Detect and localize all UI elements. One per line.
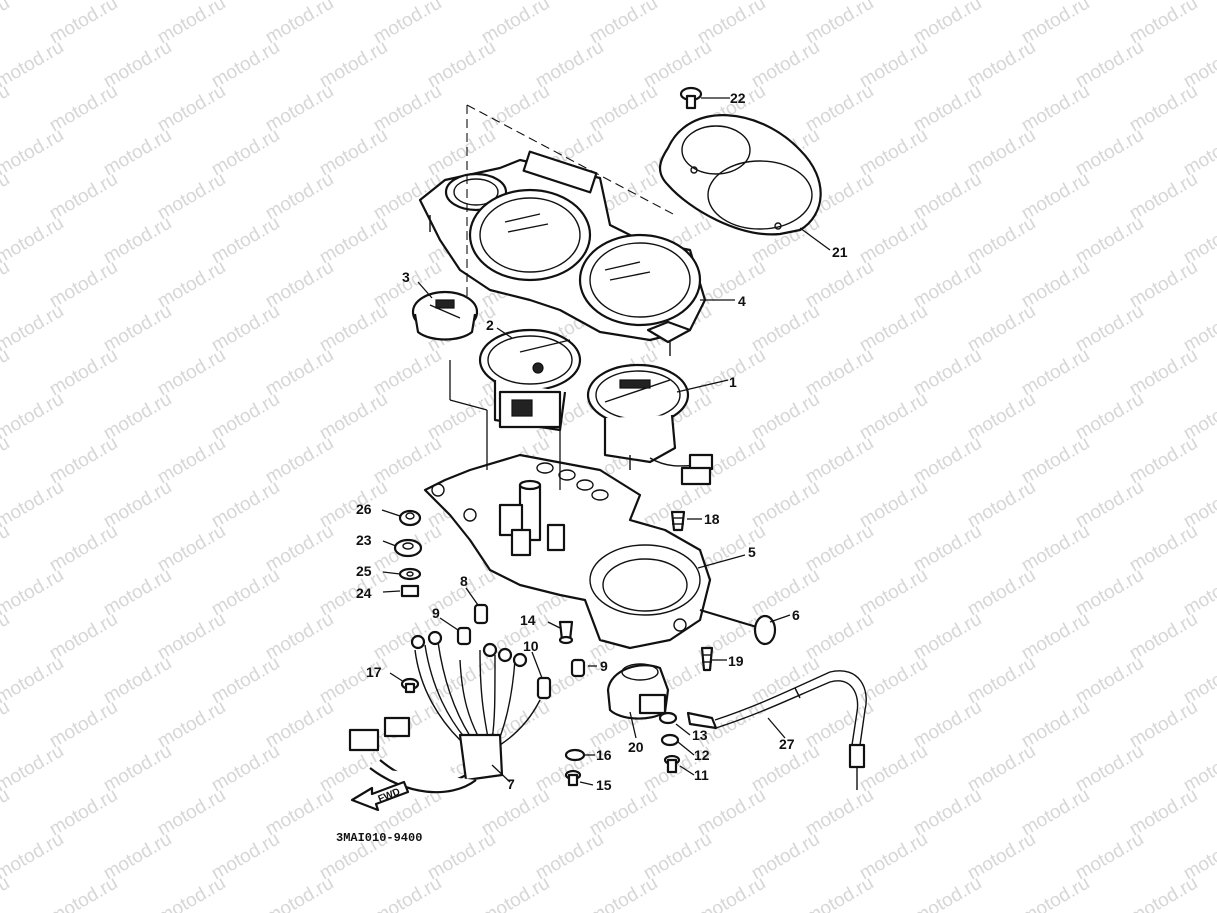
callout-12: 12 bbox=[694, 747, 710, 763]
part-19-screw bbox=[700, 646, 714, 672]
callout-6: 6 bbox=[792, 607, 800, 623]
watermark-text: motod.ru bbox=[370, 873, 445, 913]
callout-1: 1 bbox=[729, 374, 737, 390]
part-22-screw bbox=[679, 86, 703, 110]
part-15-screw bbox=[564, 769, 582, 787]
watermark-text: motod.ru bbox=[0, 829, 67, 885]
leader-lines bbox=[381, 97, 831, 786]
watermark-text: motod.ru bbox=[0, 169, 13, 225]
callout-7: 7 bbox=[507, 776, 515, 792]
watermark-text: motod.ru bbox=[0, 345, 13, 401]
watermark-text: motod.ru bbox=[154, 873, 229, 913]
callout-3: 3 bbox=[402, 269, 410, 285]
part-6-reset-knob bbox=[699, 608, 777, 646]
part-17-screw bbox=[400, 677, 420, 694]
part-24-nut bbox=[400, 584, 420, 598]
callout-26: 26 bbox=[356, 501, 372, 517]
callout-16: 16 bbox=[596, 747, 612, 763]
part-11-screw bbox=[663, 754, 681, 774]
watermark-text: motod.ru bbox=[910, 873, 985, 913]
watermark-text: motod.ru bbox=[478, 873, 553, 913]
watermark-text: motod.ru bbox=[0, 785, 13, 841]
part-13-washer bbox=[658, 711, 678, 725]
watermark-text: motod.ru bbox=[0, 477, 67, 533]
callout-4: 4 bbox=[738, 293, 746, 309]
watermark-text: motod.ru bbox=[0, 741, 67, 797]
part-9-bulb-left bbox=[456, 626, 472, 646]
watermark-text: motod.ru bbox=[0, 609, 13, 665]
watermark-text: motod.ru bbox=[0, 213, 67, 269]
callout-21: 21 bbox=[832, 244, 848, 260]
callout-13: 13 bbox=[692, 727, 708, 743]
callout-23: 23 bbox=[356, 532, 372, 548]
callout-24: 24 bbox=[356, 585, 372, 601]
callout-17: 17 bbox=[366, 664, 382, 680]
watermark-text: motod.ru bbox=[46, 873, 121, 913]
watermark-text: motod.ru bbox=[0, 0, 13, 48]
part-8-bulb bbox=[473, 603, 489, 625]
watermark-text: motod.ru bbox=[0, 125, 67, 181]
watermark-text: motod.ru bbox=[0, 521, 13, 577]
watermark-text: motod.ru bbox=[1018, 873, 1093, 913]
watermark-text: motod.ru bbox=[0, 81, 13, 137]
watermark-text: motod.ru bbox=[262, 873, 337, 913]
part-18-screw bbox=[670, 510, 686, 532]
part-10-bulb-socket bbox=[536, 676, 552, 700]
callout-18: 18 bbox=[704, 511, 720, 527]
callout-27: 27 bbox=[779, 736, 795, 752]
callout-2: 2 bbox=[486, 317, 494, 333]
part-27-cable bbox=[686, 670, 867, 790]
callout-9-left: 9 bbox=[432, 605, 440, 621]
part-9-bulb-right bbox=[570, 658, 586, 678]
watermark-text: motod.ru bbox=[586, 873, 661, 913]
callout-11: 11 bbox=[694, 767, 709, 783]
watermark-text: motod.ru bbox=[0, 653, 67, 709]
watermark-text: motod.ru bbox=[0, 0, 67, 4]
part-16-washer bbox=[564, 748, 586, 762]
callout-5: 5 bbox=[748, 544, 756, 560]
part-26-grommet bbox=[398, 509, 422, 527]
watermark-text: motod.ru bbox=[0, 37, 67, 93]
part-3-small-gauge bbox=[411, 290, 479, 341]
part-25-washer bbox=[398, 567, 422, 581]
callout-20: 20 bbox=[628, 739, 644, 755]
part-7-wire-harness bbox=[348, 630, 541, 794]
part-5-lower-case bbox=[423, 453, 712, 650]
watermark-text: motod.ru bbox=[1126, 873, 1201, 913]
callout-15: 15 bbox=[596, 777, 612, 793]
callout-10: 10 bbox=[523, 638, 539, 654]
watermark-text: motod.ru bbox=[0, 433, 13, 489]
watermark-text: motod.ru bbox=[0, 697, 13, 753]
fwd-label: FWD bbox=[377, 786, 402, 805]
part-12-washer bbox=[660, 733, 680, 747]
part-14-screw bbox=[558, 620, 574, 645]
callout-22: 22 bbox=[730, 90, 746, 106]
callout-25: 25 bbox=[356, 563, 372, 579]
callout-14: 14 bbox=[520, 612, 536, 628]
part-2-tachometer bbox=[478, 328, 582, 432]
part-23-damper bbox=[393, 538, 423, 558]
drawing-code: 3MAI010-9400 bbox=[336, 831, 422, 845]
watermark-text: motod.ru bbox=[0, 257, 13, 313]
part-21-cover-plate bbox=[659, 114, 822, 236]
watermark-text: motod.ru bbox=[694, 873, 769, 913]
watermark-text: motod.ru bbox=[0, 301, 67, 357]
callout-19: 19 bbox=[728, 653, 744, 669]
watermark-text: motod.ru bbox=[0, 565, 67, 621]
callout-8: 8 bbox=[460, 573, 468, 589]
watermark-text: motod.ru bbox=[802, 873, 877, 913]
callout-9-right: 9 bbox=[600, 658, 608, 674]
callout-labels: 1 2 3 4 5 6 7 8 9 9 10 11 12 13 14 15 16… bbox=[356, 90, 848, 793]
part-1-speedometer bbox=[586, 363, 714, 486]
watermark-text: motod.ru bbox=[0, 389, 67, 445]
part-20-gear-unit bbox=[606, 663, 670, 720]
part-4-meter-housing bbox=[418, 150, 707, 356]
